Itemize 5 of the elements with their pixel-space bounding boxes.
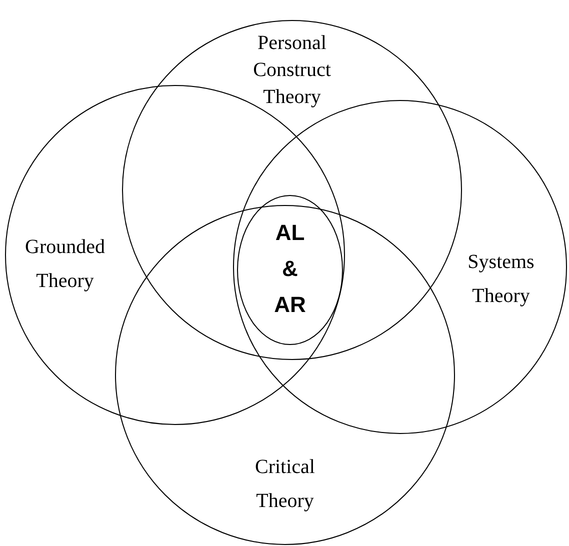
circle-label: Grounded Theory: [24, 235, 106, 294]
circle-label: Systems Theory: [466, 250, 536, 309]
circle-label: Critical Theory: [254, 455, 316, 514]
circle-label: Personal Construct Theory: [252, 31, 332, 110]
circle-label: AL & AR: [273, 219, 307, 319]
